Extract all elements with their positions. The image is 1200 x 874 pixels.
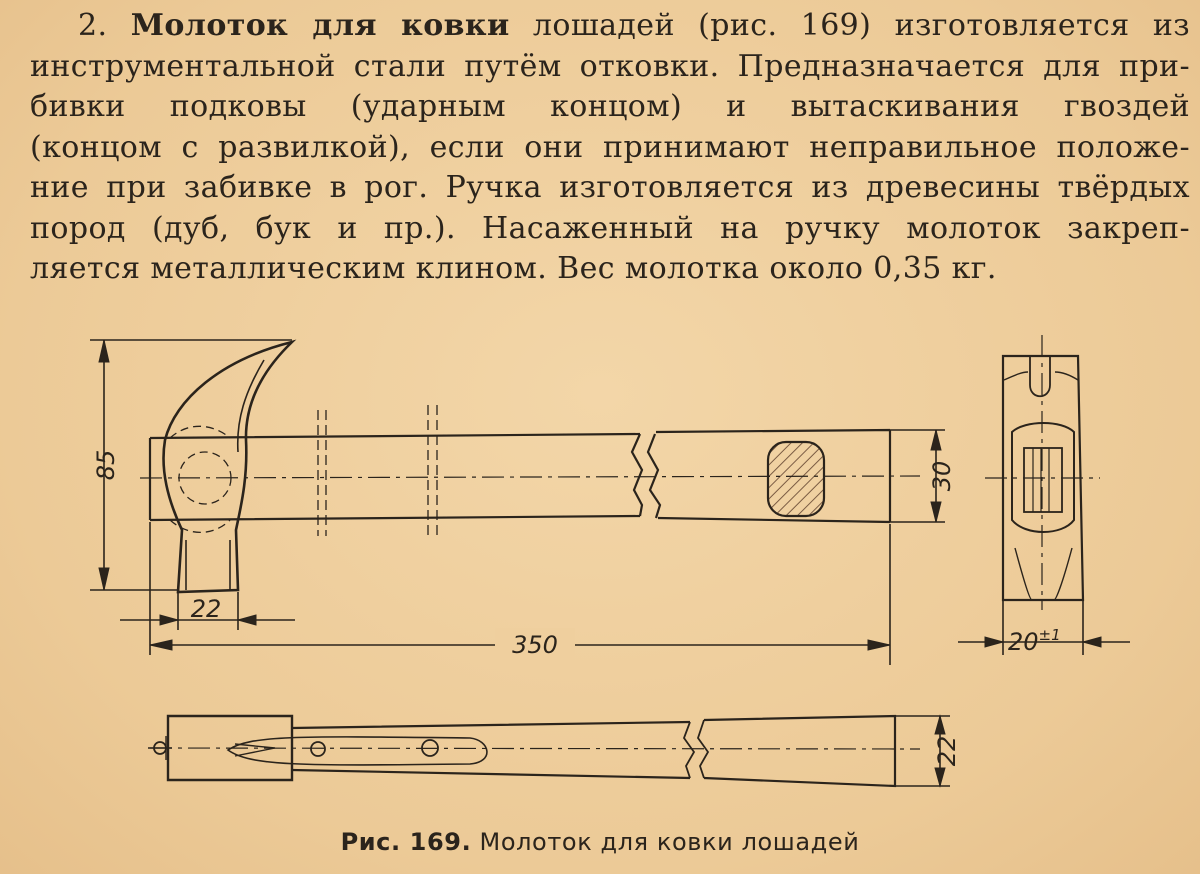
handle-cross-section [766,440,826,518]
paragraph: 2. Молоток для ковки лошадей (рис. 169) … [30,6,1190,290]
figure-caption-label: Рис. 169. [340,828,472,856]
head-eye-hidden [178,451,232,505]
dimension-head-width-label: 22 [191,595,222,623]
dimension-height [90,339,292,591]
paragraph-line-1: 2. Молоток для ковки лошадей (рис. 169) … [30,6,1190,47]
dimension-section-label: 30 [928,461,956,492]
end-view-eye [1011,422,1075,533]
paragraph-line-5: ние при забивке в рог. Ручка изготовляет… [30,170,1190,205]
paragraph-line-3: бивки подковы (ударным концом) и вытаски… [30,89,1190,124]
hammer-end-view [958,335,1130,655]
item-number: 2. [78,8,108,43]
paragraph-line-7: ляется металлическим клином. Вес молотка… [30,251,997,286]
figure-caption: Рис. 169. Молоток для ковки лошадей [0,828,1200,856]
hammer-side-view [90,339,945,665]
rivet-1 [317,410,327,536]
top-view-handle-right [703,714,897,788]
dimension-head-width [120,592,295,630]
top-view-axis [149,747,921,750]
hammer-top-view [148,714,950,788]
figure-caption-text: Молоток для ковки лошадей [471,828,860,856]
top-view-wedge [226,736,488,766]
top-view-head [166,714,294,782]
handle-outline-left [149,432,641,522]
paragraph-line-1-text: лошадей (рис. 169) изготовляется из [509,8,1191,43]
paragraph-line-2: инструментальной стали путём отковки. Пр… [30,48,1190,84]
dimension-height-label: 85 [92,450,120,481]
axis-line [139,475,921,479]
paragraph-line-4: (концом с развилкой), если они принимают… [30,129,1190,165]
top-view-rivet-1 [310,741,326,757]
rivet-2 [427,405,438,540]
dimension-end-width-label: 20±1 [1008,626,1061,656]
top-view-handle-left [291,720,691,780]
item-title: Молоток для ковки [130,8,510,43]
handle-break-right [646,433,662,519]
end-view-slot [1029,356,1051,398]
dimension-length-label: 350 [512,631,558,659]
handle-break-left [630,433,644,517]
paragraph-line-6: пород (дуб, бук и пр.). Насаженный на ру… [30,210,1190,246]
dimension-bottom-section-label: 22 [933,736,961,767]
hammer-head [162,339,297,594]
